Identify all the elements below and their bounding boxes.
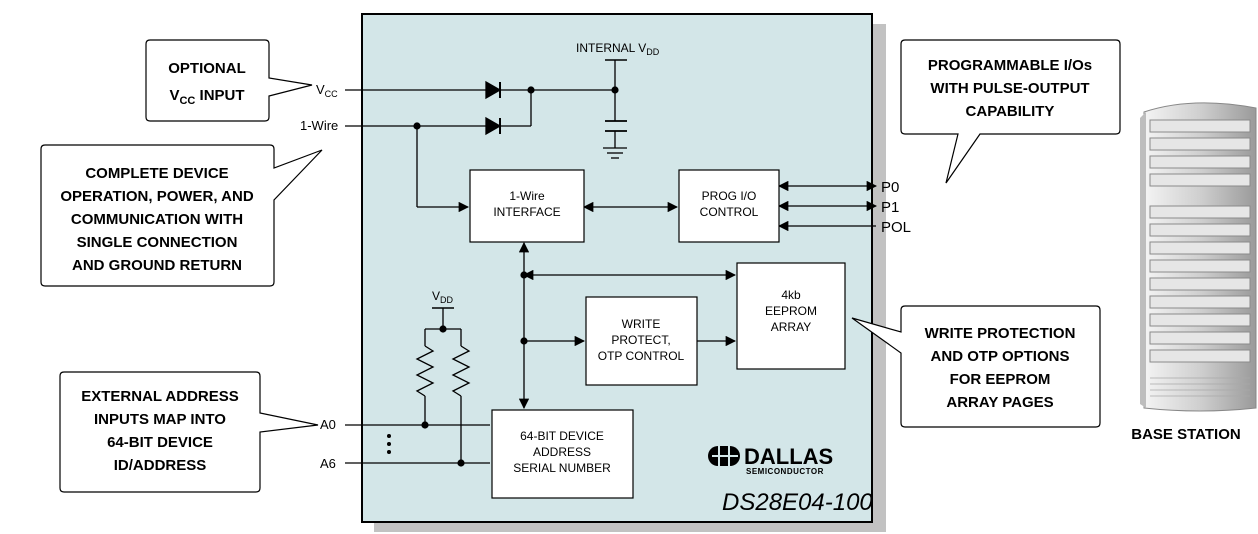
- pin-p1-label: P1: [881, 199, 899, 216]
- internal-vdd-text: INTERNAL V: [576, 41, 646, 55]
- pin-1wire-label: 1-Wire: [300, 118, 338, 133]
- pin-p0-label: P0: [881, 179, 899, 196]
- dallas-logo-name: DALLAS: [744, 444, 833, 469]
- callout-complete-line3: COMMUNICATION WITH: [71, 211, 243, 228]
- block-addr-line2: ADDRESS: [533, 445, 591, 459]
- rack-units: [1149, 119, 1251, 363]
- block-prog-line2: CONTROL: [700, 205, 759, 219]
- callout-external-line2: INPUTS MAP INTO: [94, 411, 226, 428]
- callout-optional-line2: VCC INPUT: [169, 87, 244, 107]
- base-station-label: BASE STATION: [1131, 426, 1240, 443]
- block-eeprom-line2: EEPROM: [765, 304, 817, 318]
- pin-vcc-label: VCC: [316, 82, 338, 99]
- callout-optional-cc: CC: [179, 95, 195, 107]
- callout-external-line1: EXTERNAL ADDRESS: [81, 388, 239, 405]
- base-station-rack: [1140, 102, 1257, 412]
- callout-optional-v: V: [169, 87, 179, 104]
- callout-wp-line4: ARRAY PAGES: [946, 394, 1053, 411]
- pin-vcc-sub: CC: [325, 89, 338, 99]
- block-prog-line1: PROG I/O: [702, 189, 757, 203]
- vdd-text: V: [432, 289, 440, 303]
- callout-external-address: EXTERNAL ADDRESS INPUTS MAP INTO 64-BIT …: [59, 371, 319, 493]
- callout-complete-line2: OPERATION, POWER, AND: [60, 188, 254, 205]
- callout-complete-line1: COMPLETE DEVICE: [85, 165, 228, 182]
- callout-wp-line3: FOR EEPROM: [950, 371, 1051, 388]
- callout-wp-line1: WRITE PROTECTION: [925, 325, 1076, 342]
- callout-complete-line4: SINGLE CONNECTION: [77, 234, 238, 251]
- block-wp-line2: PROTECT,: [611, 333, 670, 347]
- block-wp-line1: WRITE: [622, 317, 661, 331]
- callout-prog-line1: PROGRAMMABLE I/Os: [928, 57, 1092, 74]
- vdd-sub: DD: [440, 295, 453, 305]
- callout-optional-input: INPUT: [195, 87, 244, 104]
- callout-write-protection: WRITE PROTECTION AND OTP OPTIONS FOR EEP…: [851, 305, 1101, 428]
- callout-optional-vcc: OPTIONAL VCC INPUT: [145, 39, 313, 122]
- block-eeprom-line1: 4kb: [781, 288, 801, 302]
- pin-vcc-v: V: [316, 82, 325, 97]
- internal-vdd-sub: DD: [646, 47, 659, 57]
- callout-external-line4: ID/ADDRESS: [114, 457, 207, 474]
- dallas-logo-sub: SEMICONDUCTOR: [746, 467, 824, 476]
- block-1wire-line2: INTERFACE: [493, 205, 560, 219]
- wires: [345, 59, 878, 464]
- block-wp-line3: OTP CONTROL: [598, 349, 685, 363]
- block-write-protect: WRITE PROTECT, OTP CONTROL: [585, 296, 698, 386]
- dallas-logo-icon: [708, 446, 740, 466]
- callout-prog-line2: WITH PULSE-OUTPUT: [930, 80, 1089, 97]
- junction-dots: [387, 86, 619, 467]
- callout-complete-device: COMPLETE DEVICE OPERATION, POWER, AND CO…: [40, 144, 323, 287]
- callout-external-line3: 64-BIT DEVICE: [107, 434, 213, 451]
- callout-complete-line5: AND GROUND RETURN: [72, 257, 242, 274]
- block-addr-line3: SERIAL NUMBER: [513, 461, 611, 475]
- pin-a0-label: A0: [320, 417, 336, 432]
- block-eeprom-line3: ARRAY: [771, 320, 811, 334]
- block-eeprom-array: 4kb EEPROM ARRAY: [736, 262, 846, 370]
- vdd-label: VDD: [432, 289, 454, 305]
- part-number: DS28E04-100: [722, 489, 873, 516]
- dallas-logo: DALLAS SEMICONDUCTOR: [708, 444, 833, 476]
- callout-wp-line2: AND OTP OPTIONS: [931, 348, 1070, 365]
- callout-prog-line3: CAPABILITY: [966, 103, 1055, 120]
- callout-optional-line1: OPTIONAL: [168, 60, 246, 77]
- block-prog-io-control: PROG I/O CONTROL: [678, 169, 780, 243]
- pin-a6-label: A6: [320, 456, 336, 471]
- callout-programmable-io: PROGRAMMABLE I/Os WITH PULSE-OUTPUT CAPA…: [900, 39, 1121, 184]
- block-1wire-interface: 1-Wire INTERFACE: [469, 169, 585, 243]
- block-device-address: 64-BIT DEVICE ADDRESS SERIAL NUMBER: [491, 409, 634, 499]
- internal-vdd-label: INTERNAL VDD: [576, 41, 660, 57]
- block-1wire-line1: 1-Wire: [509, 189, 545, 203]
- block-addr-line1: 64-BIT DEVICE: [520, 429, 604, 443]
- pin-pol-label: POL: [881, 219, 911, 236]
